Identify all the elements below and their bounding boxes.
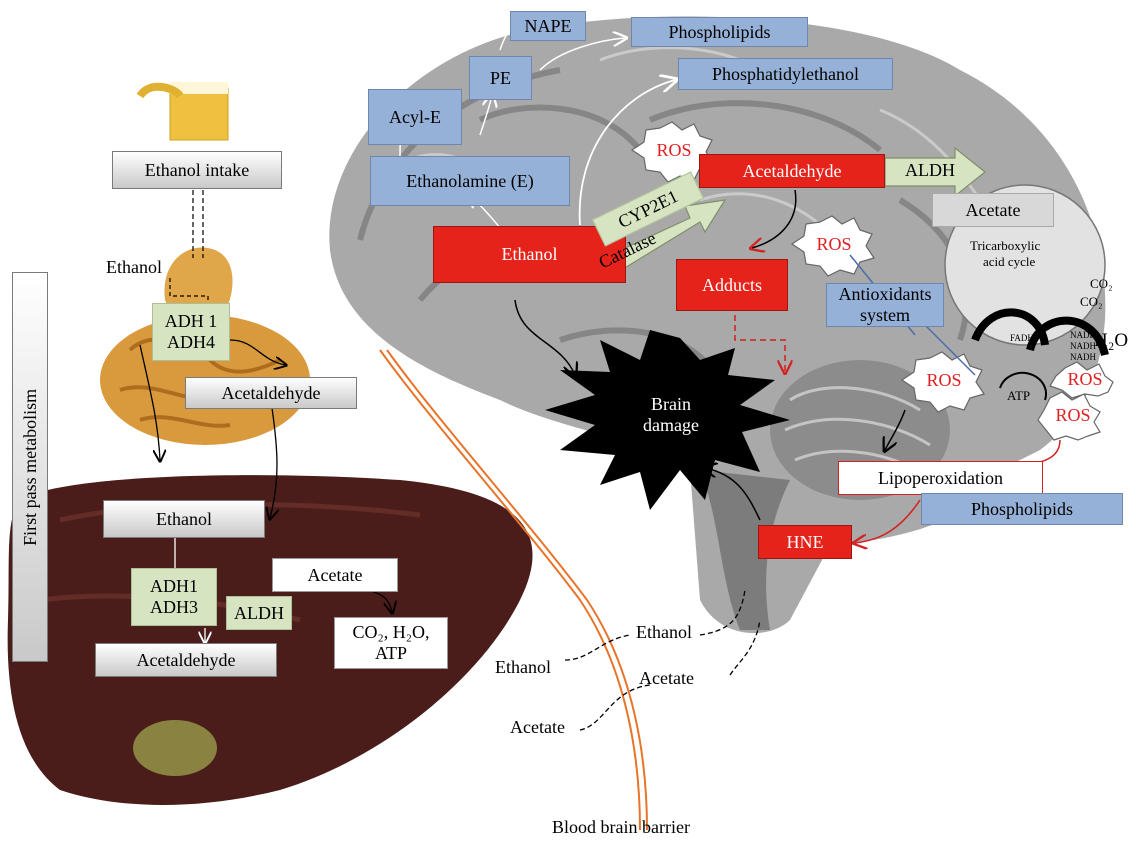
brain-damage-line2: damage (643, 415, 699, 435)
tca-line2: acid cycle (982, 254, 1036, 269)
fadh2-label: FADH2 (1010, 333, 1039, 343)
acetate-brain-dashed (729, 619, 761, 676)
ros-to-lipoperoxidation-red-line (1039, 439, 1061, 463)
antioxidants-line1: Antioxidants (838, 284, 932, 305)
adh-gut-line2: ADH4 (167, 332, 215, 352)
liver-illustration (7, 475, 533, 805)
lipoperoxidation-box: Lipoperoxidation (838, 461, 1043, 495)
acetaldehyde-liver-box: Acetaldehyde (95, 643, 277, 677)
first-pass-metabolism-label: First pass metabolism (19, 388, 40, 546)
acetate-liver-box: Acetate (272, 558, 398, 592)
gut-to-liver-arrow (139, 344, 160, 460)
aldh-liver-box: ALDH (226, 596, 292, 630)
ethanolamine-box: Ethanolamine (E) (370, 156, 570, 206)
acetate-to-products-arrow (372, 591, 392, 612)
atp-label: ATP (1007, 388, 1031, 403)
ethanol-to-brain-damage-arrow (514, 299, 575, 375)
pe-box: PE (469, 56, 532, 100)
antioxidants-system-box: Antioxidants system (826, 283, 944, 327)
co2-label-1: CO₂ (1090, 276, 1113, 291)
hne-to-brain-damage-arrow (705, 468, 761, 521)
acetaldehyde-brain-box: Acetaldehyde (699, 154, 885, 188)
acetate-blood-label: Acetate (510, 717, 565, 737)
ros-label-3: ROS (926, 369, 962, 390)
brain-damage-line1: Brain (650, 394, 691, 414)
antioxidants-line2: system (859, 305, 910, 325)
ros-label-4: ROS (1067, 368, 1103, 389)
ethanol-stomach-label: Ethanol (106, 257, 162, 277)
h2o-label: H₂O (1094, 330, 1129, 351)
ethanol-brain-dashed (699, 589, 746, 636)
brain-damage-starburst (545, 330, 790, 510)
blood-brain-barrier-label: Blood brain barrier (552, 817, 690, 837)
ros-antioxidant-link-2 (919, 319, 976, 376)
co2-label-2: CO₂ (1080, 294, 1103, 309)
nadh-label-1: NADH (1070, 330, 1096, 340)
beer-glass-illustration (136, 82, 229, 141)
ethanol-intake-box: Ethanol intake (112, 151, 282, 189)
acetaldehyde-to-liver-arrow (270, 407, 277, 518)
ethanol-liver-box: Ethanol (103, 500, 265, 538)
ros-starbursts (630, 121, 1114, 441)
ethanol-brain-box: Ethanol (433, 226, 626, 283)
atp-cycle-arrow (999, 371, 1047, 401)
adh-gut-box: ADH 1 ADH4 (152, 303, 230, 361)
tca-cycle-label: Tricarboxylic acid cycle (970, 238, 1040, 270)
adh-liver-line2: ADH3 (150, 597, 198, 617)
ethanol-blood-label: Ethanol (495, 657, 551, 677)
ros-to-lipoperoxidation-arrow (885, 409, 906, 450)
ethanol-crossing-dashed (564, 634, 631, 661)
products-line1: CO₂, H₂O, (352, 622, 430, 643)
acetate-crossing-dashed (579, 684, 651, 731)
nadh-label-3: NADH (1070, 352, 1096, 362)
aldh-arrow (884, 146, 986, 198)
first-pass-metabolism-bar: First pass metabolism (12, 272, 48, 662)
brain-damage-label: Brain damage (643, 394, 699, 436)
ros-label-1: ROS (656, 139, 692, 160)
ros-label-2: ROS (816, 233, 852, 254)
adh-gut-line1: ADH 1 (164, 311, 218, 332)
phosphatidylethanol-box: Phosphatidylethanol (678, 58, 893, 90)
nadh-label-2: NADH (1070, 341, 1096, 351)
aldh-brain-label: ALDH (905, 160, 955, 180)
nape-box: NAPE (510, 11, 586, 41)
acyl-e-box: Acyl-E (368, 89, 462, 145)
pe-to-phospholipids-arrow (539, 38, 625, 71)
ros-label-5: ROS (1055, 404, 1091, 425)
cycle-arrow-right (1026, 316, 1109, 357)
acetaldehyde-to-adducts-arrow (752, 189, 797, 248)
hne-box: HNE (758, 525, 852, 559)
adh-liver-box: ADH1 ADH3 (131, 568, 217, 626)
products-line2: ATP (374, 643, 407, 663)
phospholipids-bottom-box: Phospholipids (921, 493, 1123, 525)
blood-brain-barrier-line (379, 349, 648, 831)
adducts-box: Adducts (676, 259, 788, 311)
ethanol-to-phosphatidylethanol-arrow (578, 80, 675, 226)
stomach-dashed-path (169, 278, 209, 300)
tca-line1: Tricarboxylic (970, 238, 1041, 253)
acetate-brain-box: Acetate (932, 193, 1054, 227)
acetate-brain-label: Acetate (639, 668, 694, 688)
ethanol-brain-label: Ethanol (636, 622, 692, 642)
adh-liver-line1: ADH1 (150, 576, 198, 597)
acetaldehyde-gut-box: Acetaldehyde (185, 377, 357, 409)
products-box: CO₂, H₂O, ATP (334, 617, 448, 669)
phospholipids-to-hne-arrow (855, 499, 921, 543)
phospholipids-top-box: Phospholipids (631, 17, 808, 47)
adducts-to-brain-damage-arrow (734, 315, 785, 372)
adh-to-acetaldehyde-arrow (229, 339, 285, 365)
